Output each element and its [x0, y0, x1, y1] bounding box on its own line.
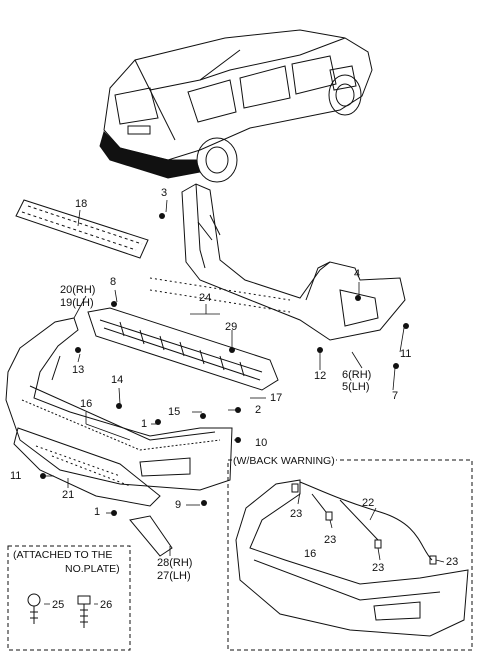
- rear-body-frame: [149, 183, 406, 341]
- vehicle-illustration: [99, 29, 373, 183]
- energy-absorber-17: [87, 307, 279, 391]
- callout-24: 24: [199, 292, 212, 304]
- callout-13: 13: [72, 364, 85, 376]
- bumper-cover-16: [5, 317, 233, 491]
- callout-23-a: 23: [290, 508, 303, 520]
- callout-12: 12: [314, 370, 327, 382]
- callout-2: 2: [255, 404, 262, 416]
- callout-15: 15: [168, 406, 181, 418]
- sill-plate-18: [15, 199, 149, 259]
- callout-11-left: 11: [10, 470, 22, 482]
- callout-19: 19(LH): [60, 297, 94, 309]
- callout-22: 22: [362, 497, 375, 509]
- callout-4: 4: [354, 268, 361, 280]
- callout-23-d: 23: [446, 556, 459, 568]
- callout-11-right: 11: [400, 348, 412, 360]
- back-warning-box: [227, 459, 473, 651]
- plate-title-line2: NO.PLATE): [64, 563, 121, 575]
- back-warning-title: (W/BACK WARNING): [232, 455, 336, 467]
- callout-6: 6(RH): [342, 369, 372, 381]
- callout-16-right: 16: [304, 548, 317, 560]
- callout-7: 7: [392, 390, 399, 402]
- callout-3: 3: [161, 187, 168, 199]
- callout-10: 10: [255, 437, 268, 449]
- callout-1-bottom: 1: [94, 506, 101, 518]
- callout-28: 28(RH): [157, 557, 193, 569]
- callout-23-b: 23: [324, 534, 337, 546]
- callout-14: 14: [111, 374, 124, 386]
- fasteners: [40, 213, 409, 516]
- callout-23-c: 23: [372, 562, 385, 574]
- leader-lines: [46, 199, 405, 556]
- reflector-27-28: [129, 515, 173, 557]
- under-cover-21: [13, 427, 161, 507]
- callout-17: 17: [270, 392, 283, 404]
- callout-29: 29: [225, 321, 238, 333]
- callout-26: 26: [100, 599, 113, 611]
- callout-25: 25: [52, 599, 65, 611]
- callout-20: 20(RH): [60, 284, 96, 296]
- callout-27: 27(LH): [157, 570, 191, 582]
- callout-1-top: 1: [141, 418, 148, 430]
- callout-16-left: 16: [80, 398, 93, 410]
- plate-title-line1: (ATTACHED TO THE: [12, 549, 114, 561]
- callout-18: 18: [75, 198, 88, 210]
- callout-9: 9: [175, 499, 182, 511]
- callout-21: 21: [62, 489, 75, 501]
- callout-5: 5(LH): [342, 381, 370, 393]
- no-plate-box: [7, 545, 131, 651]
- callout-8: 8: [110, 276, 117, 288]
